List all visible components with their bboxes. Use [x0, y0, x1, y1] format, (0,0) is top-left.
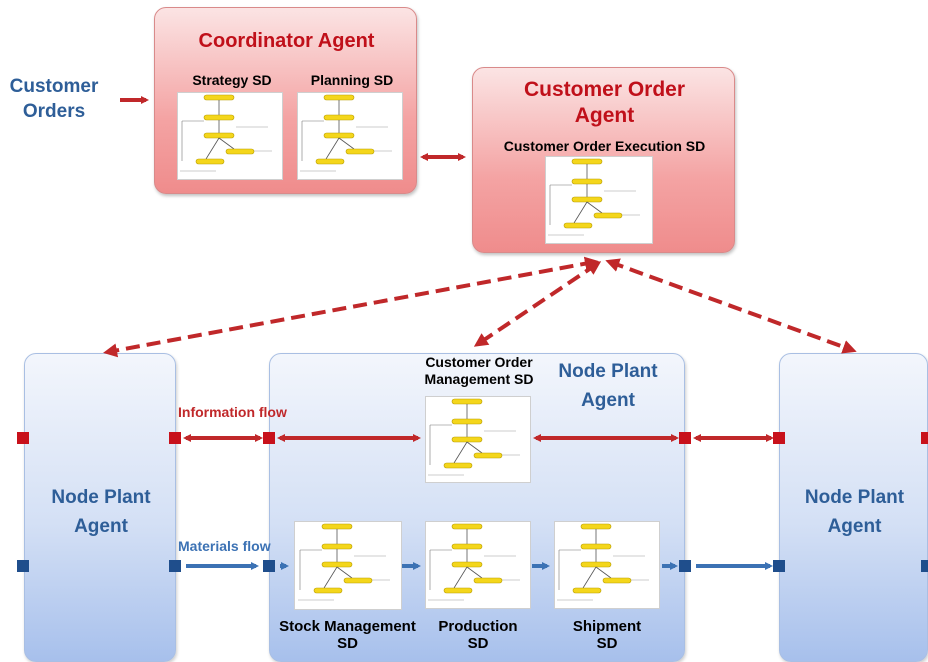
coordinator-agent-box: Coordinator Agent Strategy SD Planning S… — [154, 7, 417, 194]
info-port-left-outer — [17, 432, 29, 444]
material-port-left-outer — [17, 560, 29, 572]
info-port-left-inner — [169, 432, 181, 444]
dashed-link-left-plant — [103, 256, 599, 358]
material-port-left-inner — [169, 560, 181, 572]
node-plant-agent-center-title: Node Plant Agent — [558, 361, 658, 411]
dashed-link-right-plant — [605, 258, 857, 354]
material-port-center-right — [679, 560, 691, 572]
info-port-right-outer — [921, 432, 928, 444]
info-port-center-left — [263, 432, 275, 444]
coordinator-agent-title: Coordinator Agent — [198, 30, 375, 52]
stock-management-sd-label: Stock Management SD — [279, 618, 416, 652]
node-plant-agent-left-title: Node Plant Agent — [51, 487, 151, 537]
customer-order-agent-box: Customer Order Agent Customer Order Exec… — [472, 67, 735, 253]
strategy-sd-graph — [179, 94, 273, 172]
information-flow-label: Information flow — [178, 404, 287, 420]
stock-management-sd-graph — [297, 523, 391, 601]
customer-orders-label: Customer Orders — [9, 76, 99, 122]
customer-order-agent-title: Customer Order Agent — [523, 78, 686, 127]
production-sd-graph — [427, 523, 521, 601]
planning-sd-graph — [299, 94, 393, 172]
materials-flow-label: Materials flow — [178, 538, 271, 554]
customer-order-management-sd-graph — [427, 398, 521, 476]
material-port-right-outer — [921, 560, 928, 572]
material-port-center-left — [263, 560, 275, 572]
info-port-right-inner — [773, 432, 785, 444]
customer-order-execution-sd-graph — [547, 158, 641, 236]
customer-order-management-sd-label: Customer Order Management SD — [424, 354, 534, 387]
material-port-right-inner — [773, 560, 785, 572]
node-plant-agent-right-title: Node Plant Agent — [804, 487, 905, 537]
production-sd-label: Production SD — [438, 618, 518, 652]
planning-sd-label: Planning SD — [310, 72, 394, 88]
customer-order-execution-sd-label: Customer Order Execution SD — [503, 138, 706, 154]
node-plant-agent-left-box: Node Plant Agent — [24, 353, 176, 662]
strategy-sd-label: Strategy SD — [192, 72, 272, 88]
info-port-center-right — [679, 432, 691, 444]
strategy-sd-thumbnail — [177, 92, 283, 180]
dashed-link-center-plant — [473, 261, 602, 347]
shipment-sd-label: Shipment SD — [572, 618, 642, 652]
shipment-sd-graph — [556, 523, 650, 601]
node-plant-agent-center-box: Node Plant Agent Customer Order Manageme… — [269, 353, 685, 662]
